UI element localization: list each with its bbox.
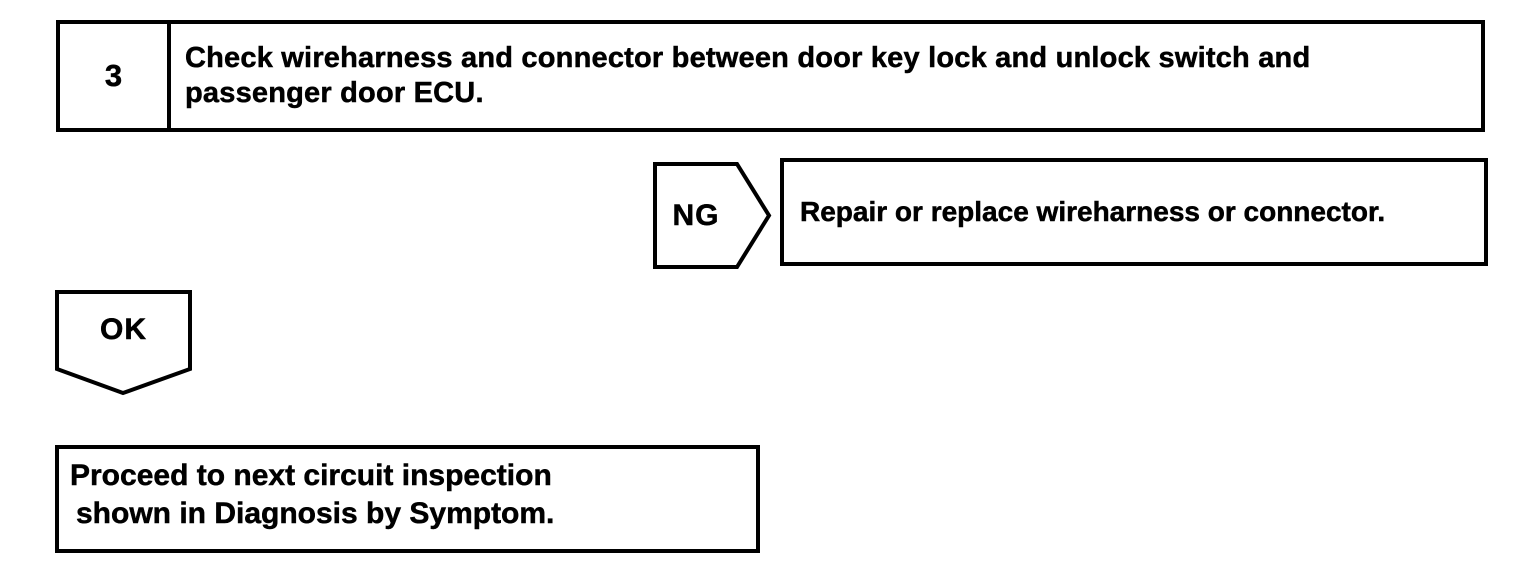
ok-arrow-down-icon <box>55 290 192 396</box>
step-number: 3 <box>60 24 171 128</box>
step-instruction-line: Check wireharness and connector between … <box>185 42 1311 75</box>
ok-result-line: Proceed to next circuit inspection <box>70 459 552 493</box>
ok-result-line: shown in Diagnosis by Symptom. <box>76 497 555 531</box>
ng-result-box: Repair or replace wireharness or connect… <box>780 158 1488 266</box>
step-instruction: Check wireharness and connector between … <box>171 24 1481 128</box>
ng-result-text: Repair or replace wireharness or connect… <box>800 196 1386 228</box>
ok-result-box: Proceed to next circuit inspection shown… <box>55 445 760 553</box>
step-box: 3 Check wireharness and connector betwee… <box>56 20 1485 132</box>
ng-label: NG <box>672 198 720 232</box>
ng-connector: NG <box>653 162 773 269</box>
step-instruction-line: passenger door ECU. <box>185 77 484 110</box>
ok-connector: OK <box>55 290 192 396</box>
ng-arrow-right-icon <box>653 162 772 269</box>
ok-label: OK <box>100 313 147 347</box>
